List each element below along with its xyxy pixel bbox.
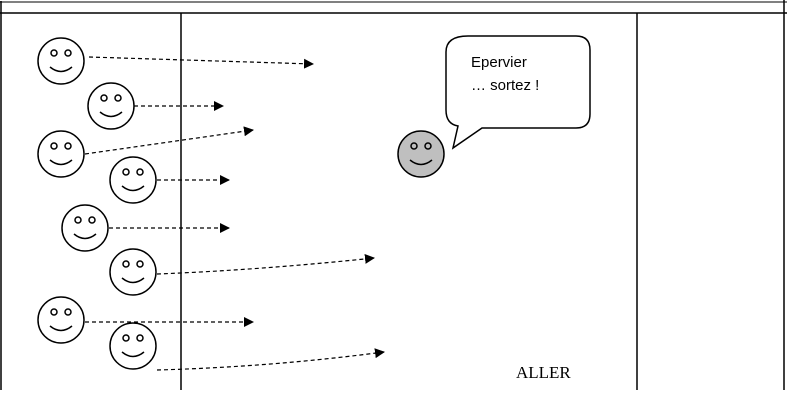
smiley-face-icon (109, 248, 157, 296)
arrow-8 (156, 348, 385, 371)
grey-smiley-face-icon (397, 130, 445, 178)
zone-label: ALLER (516, 363, 571, 382)
arrow-1 (88, 56, 314, 69)
smiley-face-icon (37, 296, 85, 344)
smiley-face-icon (61, 204, 109, 252)
movement-arrows (84, 56, 385, 371)
smiley-face-icon (37, 130, 85, 178)
bubble-line-2: … sortez ! (471, 77, 540, 94)
smiley-face-icon (109, 322, 157, 370)
smiley-face-icon (109, 156, 157, 204)
arrow-3 (84, 126, 254, 155)
bubble-line-1: Epervier (471, 54, 527, 71)
speech-bubble (445, 35, 591, 150)
smiley-face-icon (37, 37, 85, 85)
arrow-6 (156, 253, 375, 275)
smiley-face-icon (87, 82, 135, 130)
players (37, 37, 157, 370)
